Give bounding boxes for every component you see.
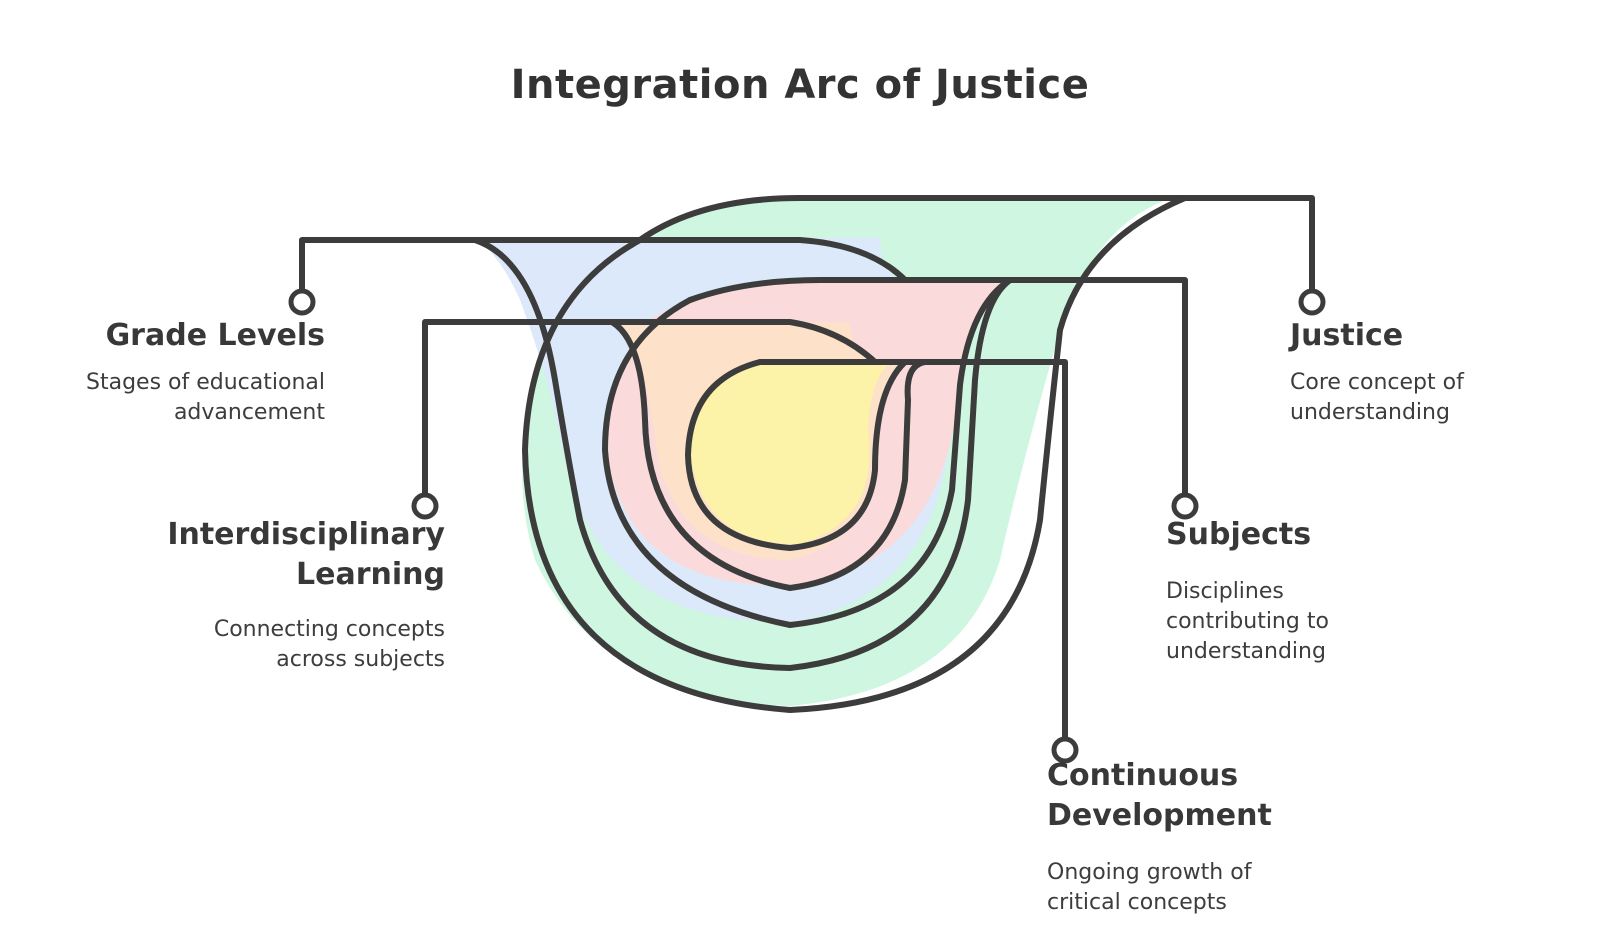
terminal-grade-levels [288, 288, 316, 316]
outline-grade-levels-body [472, 237, 1013, 671]
band-continuous [690, 360, 890, 545]
callout-continuous-development: Continuous Development Ongoing growth of… [1047, 756, 1407, 918]
outline-continuous [757, 359, 1068, 743]
subjects-heading: Subjects [1166, 517, 1312, 552]
grade-levels-description: Stages of educational advancement [86, 370, 325, 425]
terminal-interdisciplinary [411, 492, 439, 520]
interdisciplinary-description: Connecting concepts across subjects [213, 617, 445, 672]
outline-justice-left [522, 195, 1188, 713]
grade-levels-heading: Grade Levels [105, 318, 325, 353]
continuous-heading: Continuous Development [1047, 758, 1272, 833]
diagram-title: Integration Arc of Justice [510, 62, 1090, 108]
callout-grade-levels: Grade Levels Stages of educational advan… [30, 316, 325, 428]
justice-heading: Justice [1290, 318, 1404, 353]
justice-description: Core concept of understanding [1290, 370, 1464, 425]
terminal-continuous [1051, 736, 1079, 764]
interdisciplinary-heading: Interdisciplinary Learning [167, 517, 445, 592]
terminal-subjects [1171, 492, 1199, 520]
outline-subjects-body [602, 277, 1013, 628]
subjects-description: Disciplines contributing to understandin… [1166, 579, 1329, 664]
continuous-description: Ongoing growth of critical concepts [1047, 860, 1252, 915]
outline-continuous-body [685, 359, 908, 551]
terminal-justice [1298, 288, 1326, 316]
outline-grade-levels [299, 237, 908, 305]
outline-interdisciplinary-body [609, 319, 928, 591]
outline-subjects [687, 277, 1188, 503]
outline-justice [637, 195, 1315, 303]
outline-interdisciplinary [422, 319, 878, 503]
callout-justice: Justice Core concept of understanding [1290, 316, 1580, 428]
callout-subjects: Subjects Disciplines contributing to und… [1166, 515, 1466, 667]
callout-interdisciplinary: Interdisciplinary Learning Connecting co… [110, 515, 445, 675]
